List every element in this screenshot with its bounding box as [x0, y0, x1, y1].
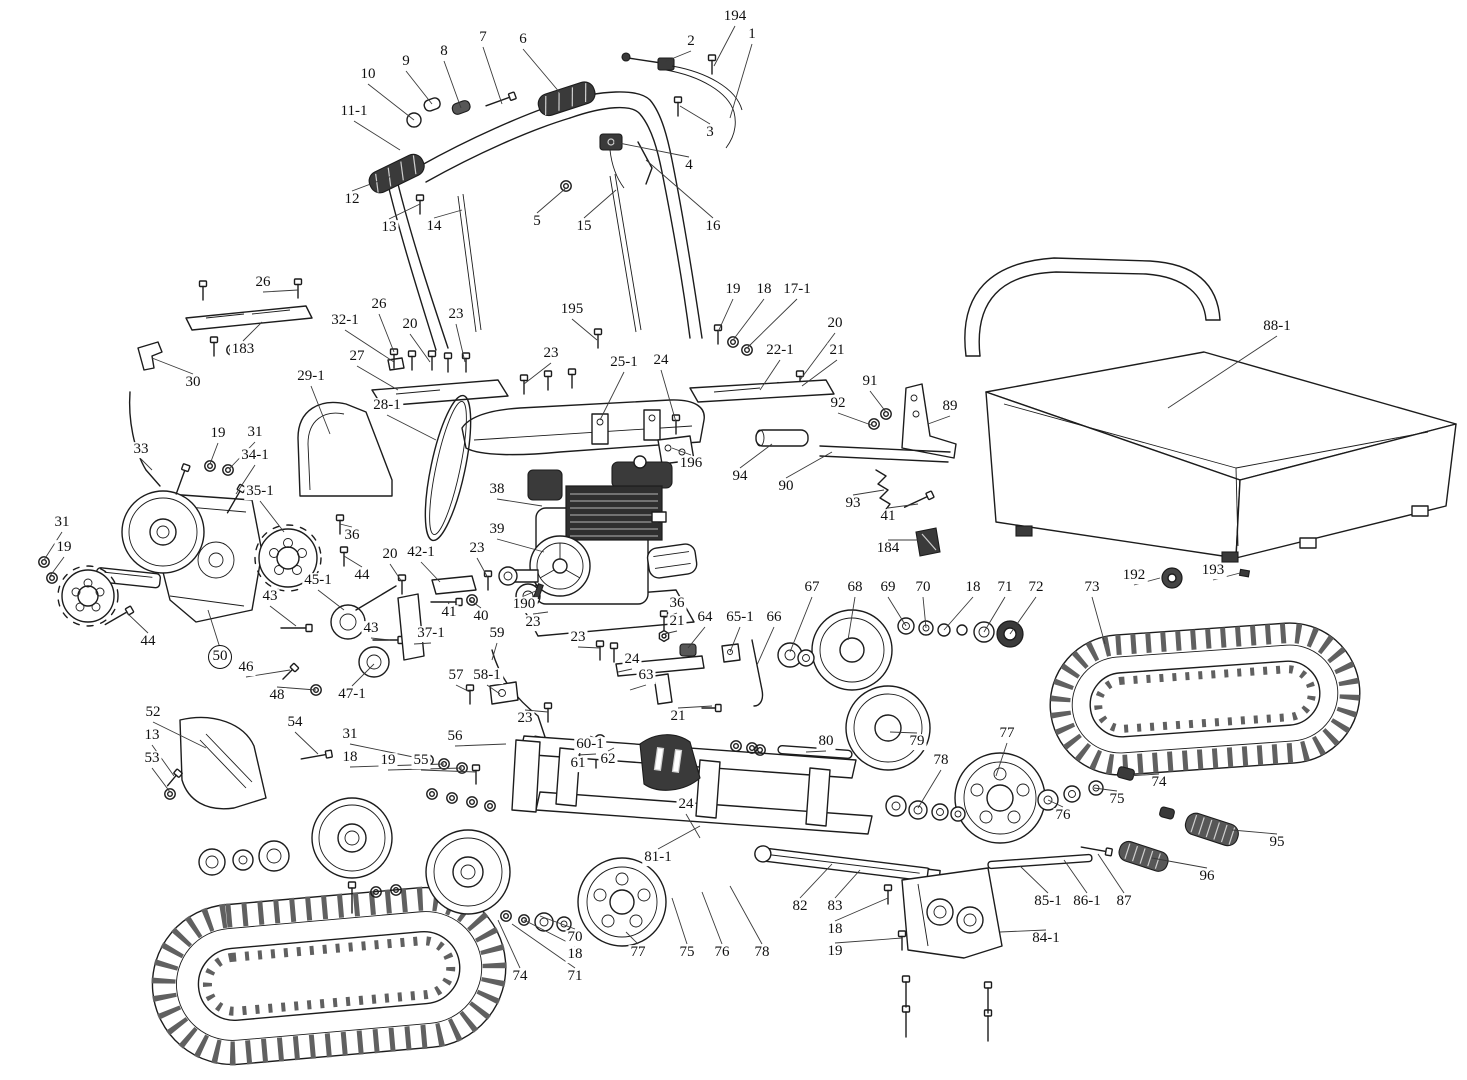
- bearing-row-right-top: [897, 617, 1024, 648]
- spring-small: [1118, 840, 1169, 872]
- bucket-latch-bracket: [755, 370, 957, 557]
- belt-and-covers: [179, 394, 472, 810]
- handlebar-assembly: [368, 52, 743, 351]
- gearbox: [38, 460, 493, 696]
- bearing-row-left: [347, 788, 572, 932]
- throttle-lever: [621, 52, 743, 149]
- axle-assembly: [754, 766, 1239, 1042]
- left-grip: [368, 153, 425, 194]
- chassis-frame: [511, 655, 873, 835]
- leader-lines: [43, 25, 1278, 969]
- spring-large: [1184, 812, 1239, 847]
- kill-switch: [599, 133, 625, 189]
- drive-sprocket-right: [254, 524, 322, 592]
- left-track: [151, 886, 507, 1066]
- wheels-and-pulleys: [198, 567, 1251, 947]
- dump-bucket: [964, 257, 1457, 563]
- right-track: [1049, 622, 1361, 776]
- mount-plates: [128, 278, 835, 487]
- right-grip: [537, 81, 596, 117]
- track-wheel-left: [577, 857, 667, 947]
- engine: [498, 455, 698, 637]
- track-wheel-right: [954, 752, 1046, 844]
- clutch-lever: [637, 141, 653, 185]
- drive-sprocket-left: [57, 565, 119, 627]
